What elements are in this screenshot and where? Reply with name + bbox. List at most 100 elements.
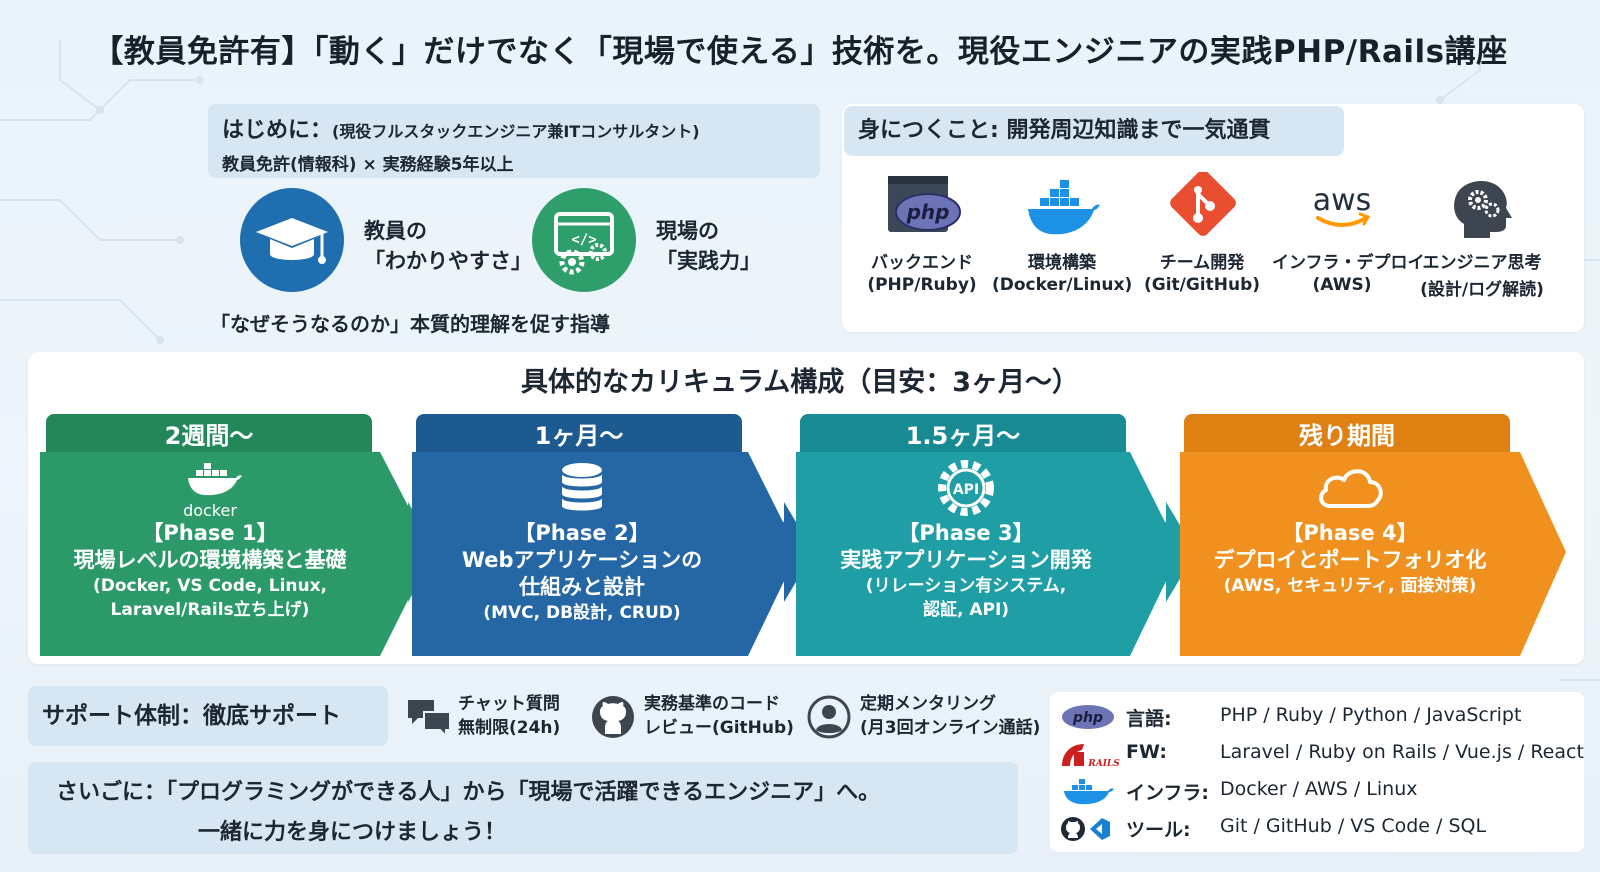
point-teacher: 教員の 「わかりやすさ」 (364, 216, 532, 276)
skill-environment: 環境構築 (Docker/Linux) (992, 172, 1132, 295)
database-icon (562, 463, 602, 511)
svg-text:</>: </> (571, 232, 596, 248)
intro-heading-line: はじめに：(現役フルスタックエンジニア兼ITコンサルタント) (222, 112, 806, 144)
support-chat-line2: 無制限(24h) (458, 718, 561, 738)
phase-3-chevron (796, 452, 1196, 656)
phase-4-icon-wrap (1180, 452, 1520, 520)
phase-2-subtitle-1: Webアプリケーションの (461, 548, 703, 572)
skill-team-sub: (Git/GitHub) (1143, 275, 1261, 295)
skill-team: チーム開発 (Git/GitHub) (1132, 172, 1272, 295)
phase-4-period: 残り期間 (1184, 414, 1510, 456)
skill-team-name: チーム開発 (1159, 253, 1245, 273)
svg-text:API: API (953, 482, 979, 498)
tech-row-framework: RAILS FW: Laravel / Ruby on Rails / Vue.… (1060, 737, 1584, 771)
support-chat-line1: チャット質問 (458, 694, 560, 714)
intro-header: はじめに：(現役フルスタックエンジニア兼ITコンサルタント) 教員免許(情報科)… (208, 104, 820, 178)
skill-backend: php バックエンド (PHP/Ruby) (852, 172, 992, 295)
phase-2-title: 【Phase 2】 (514, 521, 650, 545)
graduation-cap-icon (240, 188, 344, 292)
svg-text:aws: aws (1313, 183, 1372, 218)
support-mentoring-text: 定期メンタリング (月3回オンライン通話) (860, 692, 1040, 740)
phase-3-content: API 【Phase 3】 実践アプリケーション開発 (リレーション有システム,… (796, 452, 1136, 622)
code-gear-icon: </> (532, 188, 636, 292)
tech-key-framework: FW: (1126, 741, 1167, 763)
support-review-text: 実務基準のコード レビュー(GitHub) (644, 692, 794, 740)
support-mentoring-line2: (月3回オンライン通話) (860, 718, 1041, 738)
phase-3-desc-1: (リレーション有システム, (865, 576, 1067, 596)
skill-backend-sub: (PHP/Ruby) (867, 275, 977, 295)
closing-line2: 一緒に力を身につけましょう！ (198, 820, 507, 845)
tech-row-tools: ツール: Git / GitHub / VS Code / SQL (1060, 811, 1580, 845)
tech-key-tools: ツール: (1126, 819, 1191, 841)
point-teacher-line2: 「わかりやすさ」 (364, 249, 532, 273)
phase-3-subtitle: 実践アプリケーション開発 (840, 548, 1092, 572)
support-mentoring: 定期メンタリング (月3回オンライン通話) (806, 692, 1040, 742)
head-gears-icon (1454, 181, 1512, 238)
intro-heading-sub: (現役フルスタックエンジニア兼ITコンサルタント) (332, 122, 700, 141)
phase-1-desc-2: Laravel/Rails立ち上げ) (110, 600, 310, 620)
support-review-line2: レビュー(GitHub) (644, 718, 794, 738)
phase-4-desc-1: (AWS, セキュリティ, 面接対策) (1223, 576, 1477, 596)
phase-1-title: 【Phase 1】 (142, 521, 278, 545)
intro-footer: 「なぜそうなるのか」本質的理解を促す指導 (210, 312, 610, 336)
cloud-icon (1319, 469, 1383, 508)
intro-credential: 教員免許(情報科) × 実務経験5年以上 (222, 155, 514, 175)
closing-line1: さいごに：「プログラミングができる人」から「現場で活躍できるエンジニア」へ。 (56, 780, 881, 805)
tech-value-framework: Laravel / Ruby on Rails / Vue.js / React (1220, 741, 1584, 763)
phase-1-card: docker 【Phase 1】 現場レベルの環境構築と基礎 (Docker, … (40, 452, 440, 656)
aws-icon: aws (1313, 183, 1372, 227)
support-review: 実務基準のコード レビュー(GitHub) (590, 692, 794, 742)
skills-heading: 身につくこと: 開発周辺知識まで一気通貫 (844, 106, 1344, 156)
support-chat: チャット質問 無制限(24h) (404, 692, 580, 742)
curriculum-heading: 具体的なカリキュラム構成（目安：3ヶ月〜） (521, 367, 1079, 398)
tech-key-infra: インフラ: (1126, 782, 1210, 804)
phase-2-desc-1: (MVC, DB設計, CRUD) (483, 603, 681, 623)
tech-row-infra: インフラ: Docker / AWS / Linux (1060, 774, 1580, 808)
docker-icon (1064, 779, 1114, 805)
intro-heading: はじめに： (222, 118, 333, 143)
tech-value-infra: Docker / AWS / Linux (1220, 778, 1418, 800)
svg-text:RAILS: RAILS (1087, 759, 1120, 769)
phase-3-icon-wrap: API (796, 452, 1136, 520)
point-practice: 現場の 「実践力」 (656, 216, 761, 276)
point-practice-line2: 「実践力」 (656, 249, 761, 273)
tech-panel (1050, 692, 1584, 852)
phase-3-card: API 【Phase 3】 実践アプリケーション開発 (リレーション有システム,… (796, 452, 1216, 656)
phase-1-desc-1: (Docker, VS Code, Linux, (92, 576, 328, 596)
skill-infra-sub: (AWS) (1312, 275, 1372, 295)
phase-2-period: 1ヶ月〜 (416, 414, 742, 456)
phase-1-period: 2週間〜 (46, 414, 372, 456)
support-chat-text: チャット質問 無制限(24h) (458, 692, 560, 740)
phase-3-desc-2: 認証, API) (922, 600, 1010, 620)
phase-1-icon-wrap: docker (40, 452, 380, 520)
phase-4-subtitle: デプロイとポートフォリオ化 (1213, 548, 1487, 572)
phase-4-chevron (1180, 452, 1566, 656)
skill-thinking-sub: (設計/ログ解読) (1420, 280, 1544, 300)
tech-value-language: PHP / Ruby / Python / JavaScript (1220, 704, 1522, 726)
phase-4-content: 【Phase 4】 デプロイとポートフォリオ化 (AWS, セキュリティ, 面接… (1180, 452, 1520, 598)
skill-thinking: エンジニア思考 (設計/ログ解読) (1412, 172, 1552, 300)
phase-3-title: 【Phase 3】 (898, 521, 1034, 545)
docker-icon: docker (183, 463, 242, 520)
phase-3-period: 1.5ヶ月〜 (800, 414, 1126, 456)
api-gear-icon: API (938, 460, 994, 516)
skill-environment-name: 環境構築 (1028, 253, 1096, 273)
skill-environment-sub: (Docker/Linux) (992, 275, 1133, 295)
phase-4-title: 【Phase 4】 (1282, 521, 1418, 545)
phase-1-subtitle: 現場レベルの環境構築と基礎 (73, 548, 347, 572)
phase-2-icon-wrap (412, 452, 752, 520)
tech-row-language: php 言語: PHP / Ruby / Python / JavaScript (1060, 700, 1580, 734)
skill-thinking-name: エンジニア思考 (1422, 253, 1542, 273)
phase-2-content: 【Phase 2】 Webアプリケーションの 仕組みと設計 (MVC, DB設計… (412, 452, 752, 625)
support-label: サポート体制：徹底サポート (28, 686, 388, 746)
php-icon: php (888, 176, 961, 232)
svg-text:php: php (906, 200, 950, 224)
phase-2-subtitle-2: 仕組みと設計 (519, 575, 645, 599)
support-review-line1: 実務基準のコード (644, 694, 780, 714)
tech-key-language: 言語: (1126, 708, 1172, 730)
git-icon (1170, 172, 1236, 236)
support-mentoring-line1: 定期メンタリング (860, 694, 996, 714)
php-icon: php (1062, 705, 1114, 729)
svg-text:docker: docker (183, 501, 237, 520)
point-practice-line1: 現場の (656, 219, 719, 243)
